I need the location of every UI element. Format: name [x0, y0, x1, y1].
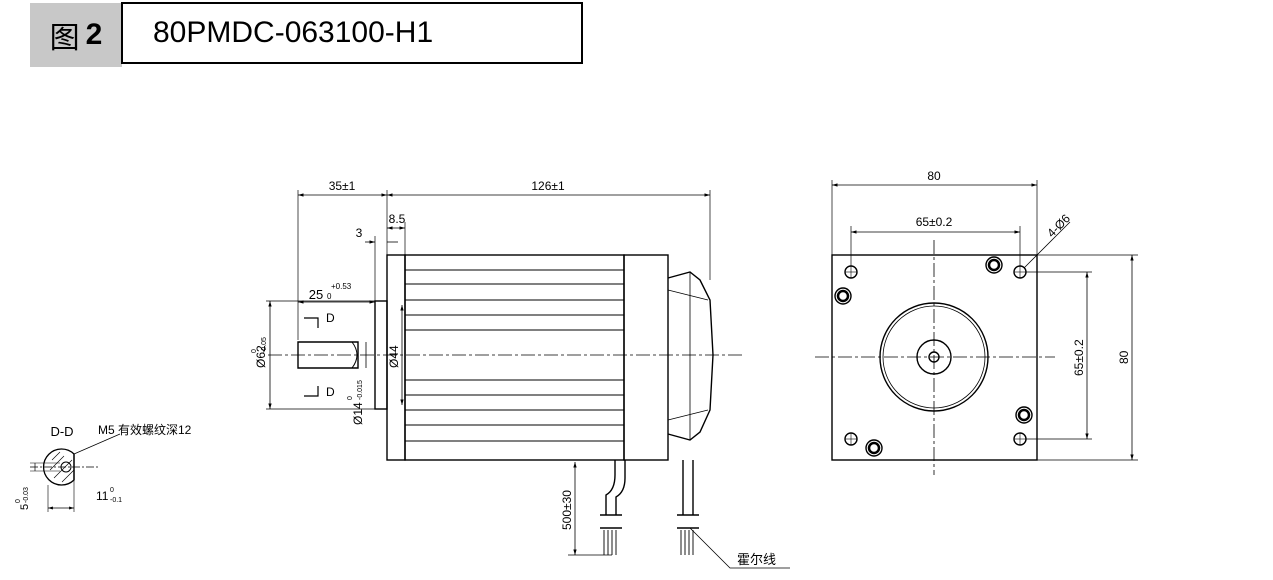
dim-pilot-tol-up: 0 — [251, 349, 258, 353]
body-fins — [405, 269, 624, 442]
shaft-height-tol-up: 0 — [110, 487, 114, 494]
dim-bolt-pitch-v-label: 65±0.2 — [1072, 339, 1086, 376]
section-mark-top: D — [326, 311, 335, 325]
holes-label: 4-Ø6 — [1044, 211, 1073, 240]
section-title: D-D — [50, 424, 73, 439]
dim-shaft-dia-tol-low: -0.015 — [357, 380, 364, 400]
dim-pilot-dia-label: Ø62 — [254, 345, 268, 368]
dim-pilot-tol-low: -0.05 — [261, 337, 268, 353]
section-mark-bottom: D — [326, 385, 335, 399]
dim-inner-dia-label: Ø44 — [387, 345, 401, 368]
dim-bolt-pitch-h-label: 65±0.2 — [916, 215, 953, 229]
figure-prefix: 图 — [49, 22, 80, 55]
side-view — [266, 190, 790, 569]
dim-shaft-tol-up: +0.53 — [331, 282, 352, 291]
key-width-tol-up: 0 — [15, 499, 22, 503]
dim-flange-label: 8.5 — [389, 212, 406, 226]
dim-shaft-dia-label: Ø14 — [351, 402, 365, 425]
side-view-labels: 35±1 126±1 8.5 3 25 +0.53 0 D D Ø62 0 -0… — [251, 179, 776, 567]
shaft — [297, 341, 359, 369]
dim-front-length-label: 35±1 — [329, 179, 356, 193]
dim-shaft-tol-low: 0 — [327, 292, 332, 301]
shaft-height-tol-low: -0.1 — [110, 497, 122, 504]
dim-cable-length-label: 500±30 — [560, 490, 574, 530]
holes-leader — [1023, 221, 1071, 269]
key-width-tol-low: -0.03 — [23, 487, 30, 503]
thread-note: M5 有效螺纹深12 — [98, 422, 192, 437]
section-dd-labels: D-D M5 有效螺纹深12 5 0 -0.03 11 0 -0.1 — [15, 422, 192, 510]
hall-wire-label: 霍尔线 — [737, 552, 776, 567]
front-view-labels: 80 65±0.2 4-Ø6 65±0.2 80 — [916, 169, 1131, 376]
shaft-height-label: 11 — [96, 489, 109, 503]
power-cable — [605, 460, 616, 515]
dim-boss-label: 3 — [356, 226, 363, 240]
dim-shaft-dia-tol-up: 0 — [347, 396, 354, 400]
dim-square-height-label: 80 — [1117, 350, 1131, 364]
front-view — [815, 180, 1138, 475]
dim-shaft-length-label: 25 — [309, 287, 323, 302]
screw-heads — [834, 256, 1033, 457]
flange-square — [831, 254, 1038, 461]
rear-cap — [623, 254, 669, 461]
section-dd — [30, 433, 121, 512]
key-width-label: 5 — [19, 504, 31, 510]
figure-number: 2 — [85, 18, 103, 51]
motor-body — [404, 254, 625, 461]
dim-square-label: 80 — [927, 169, 941, 183]
shaft-keyway — [351, 341, 358, 369]
model-title: 80PMDC-063100-H1 — [121, 2, 583, 64]
rear-cover — [667, 271, 714, 441]
dim-body-length-label: 126±1 — [531, 179, 565, 193]
